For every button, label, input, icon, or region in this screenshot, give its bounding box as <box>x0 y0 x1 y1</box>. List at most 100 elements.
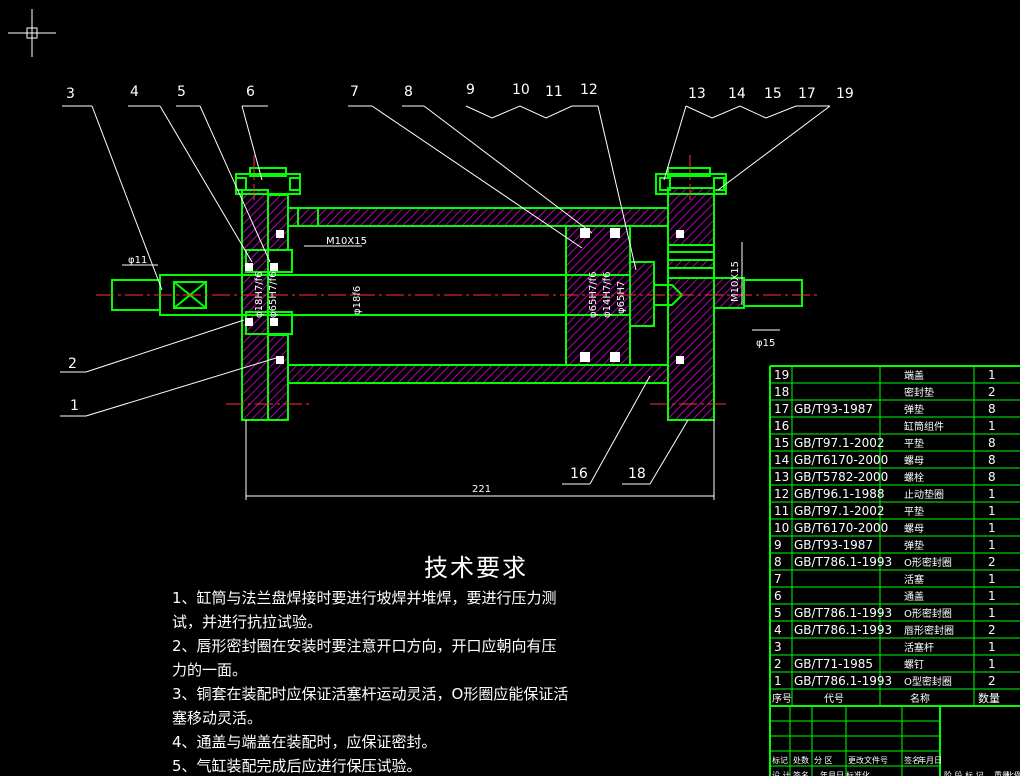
centre-lines <box>96 155 820 405</box>
bom-row-qty: 1 <box>988 572 996 586</box>
bom-row-no: 17 <box>774 402 789 416</box>
bom-row-name: 通盖 <box>904 590 924 603</box>
bom-row-qty: 8 <box>988 436 996 450</box>
callout-15: 15 <box>764 86 782 102</box>
bom-row-qty: 1 <box>988 368 996 382</box>
bom-row-name: 端盖 <box>904 369 924 382</box>
bom-row-no: 6 <box>774 589 782 603</box>
title-block-label: 年月日 <box>820 770 844 776</box>
bom-header-qty: 数量 <box>978 692 1000 705</box>
bom-row-code: GB/T786.1-1993 <box>794 674 892 688</box>
bom-row-no: 1 <box>774 674 782 688</box>
bom-row-name: 缸筒组件 <box>904 420 944 433</box>
bom-row-no: 15 <box>774 436 789 450</box>
bom-row-code: GB/T96.1-1988 <box>794 487 885 501</box>
tech-line-3: 2、唇形密封圈在安装时要注意开口方向，开口应朝向有压 <box>172 637 557 655</box>
title-block-label: 处数 <box>793 755 809 765</box>
bom-row-name: 螺钉 <box>904 659 924 671</box>
bom-row-qty: 1 <box>988 504 996 518</box>
bom-row-name: 弹垫 <box>904 539 924 552</box>
bom-row-no: 7 <box>774 572 782 586</box>
dim-d11: φ11 <box>128 255 147 266</box>
callout-5: 5 <box>177 84 186 100</box>
bom-row-qty: 8 <box>988 402 996 416</box>
dim-m10x15: M10X15 <box>326 236 367 247</box>
bom-row-name: 平垫 <box>904 505 924 518</box>
bom-row-name: O形密封圈 <box>904 607 952 620</box>
bom-row-name: 唇形密封圈 <box>904 624 954 637</box>
callout-18: 18 <box>628 466 646 482</box>
bom-row-code: GB/T71-1985 <box>794 657 873 671</box>
callout-3: 3 <box>66 86 75 102</box>
callout-6: 6 <box>246 84 255 100</box>
bom-row-name: 密封垫 <box>904 386 934 399</box>
bom-row-qty: 1 <box>988 657 996 671</box>
dim-m10x15-vertical: M10X15 <box>730 261 741 302</box>
bom-row-qty: 8 <box>988 453 996 467</box>
bom-row-code: GB/T97.1-2002 <box>794 436 885 450</box>
bom-row-name: 平垫 <box>904 437 924 450</box>
bom-row-qty: 1 <box>988 606 996 620</box>
callout-16: 16 <box>570 466 588 482</box>
callout-7: 7 <box>350 84 359 100</box>
bom-row-qty: 1 <box>988 589 996 603</box>
title-block-label: 设 计 <box>772 770 791 776</box>
tech-line-1: 1、缸筒与法兰盘焊接时要进行坡焊并堆焊，要进行压力测 <box>172 589 557 607</box>
dim-d18: φ18H7/f6 <box>254 272 265 318</box>
bom-header-no: 序号 <box>772 692 792 705</box>
bom-row-no: 19 <box>774 368 789 382</box>
bom-row-no: 2 <box>774 657 782 671</box>
bom-header-code: 代号 <box>824 693 844 705</box>
title-block-label: 阶 段 标 记 <box>944 770 984 776</box>
bom-row-no: 14 <box>774 453 789 467</box>
bom-row-code: GB/T786.1-1993 <box>794 606 892 620</box>
bom-row-qty: 2 <box>988 674 996 688</box>
bom-row-qty: 8 <box>988 470 996 484</box>
bom-row-no: 13 <box>774 470 789 484</box>
callout-2: 2 <box>68 356 77 372</box>
bom-row-name: 弹垫 <box>904 403 924 416</box>
dim-d65a: φ65H7/f6 <box>588 272 599 318</box>
dim-d16a: φ65H7/f6 <box>268 272 279 318</box>
dim-d15: φ15 <box>756 338 775 349</box>
bom-row-no: 12 <box>774 487 789 501</box>
callout-11: 11 <box>545 84 563 100</box>
title-block-label: 签名 <box>793 770 809 776</box>
tech-line-8: 5、气缸装配完成后应进行保压试验。 <box>172 757 422 775</box>
dim-length: 221 <box>472 484 491 495</box>
bom-row-name: 止动垫圈 <box>904 488 944 501</box>
bom-row-code: GB/T93-1987 <box>794 538 873 552</box>
bom-row-code: GB/T93-1987 <box>794 402 873 416</box>
bom-row-qty: 2 <box>988 555 996 569</box>
bom-row-name: 螺栓 <box>904 471 924 484</box>
bom-row-no: 10 <box>774 521 789 535</box>
callout-4: 4 <box>130 84 139 100</box>
callout-19: 19 <box>836 86 854 102</box>
bom-row-code: GB/T786.1-1993 <box>794 623 892 637</box>
title-block-label: 签名 <box>904 755 920 765</box>
title-block-label: 比例 <box>1006 770 1020 776</box>
bom-row-qty: 1 <box>988 419 996 433</box>
title-block-label: 分 区 <box>814 756 833 765</box>
bom-row-code: GB/T786.1-1993 <box>794 555 892 569</box>
callout-14: 14 <box>728 86 746 102</box>
bom-row-qty: 2 <box>988 385 996 399</box>
bom-row-no: 18 <box>774 385 789 399</box>
tech-line-6: 塞移动灵活。 <box>172 709 263 727</box>
bom-row-code: GB/T97.1-2002 <box>794 504 885 518</box>
bom-row-qty: 2 <box>988 623 996 637</box>
bom-row-code: GB/T6170-2000 <box>794 521 888 535</box>
title-block-label: 标记 <box>772 755 788 765</box>
tech-line-5: 3、铜套在装配时应保证活塞杆运动灵活，O形圈应能保证活 <box>172 685 569 703</box>
title-block-label: 年月日 <box>918 755 942 765</box>
bom-row-qty: 1 <box>988 538 996 552</box>
leader-lines <box>60 105 831 485</box>
callout-9: 9 <box>466 82 475 98</box>
bom-row-no: 3 <box>774 640 782 654</box>
bom-row-code: GB/T6170-2000 <box>794 453 888 467</box>
bom-row-qty: 1 <box>988 487 996 501</box>
crosshair-cursor-icon <box>8 9 56 57</box>
bom-row-name: O型密封圈 <box>904 675 952 688</box>
